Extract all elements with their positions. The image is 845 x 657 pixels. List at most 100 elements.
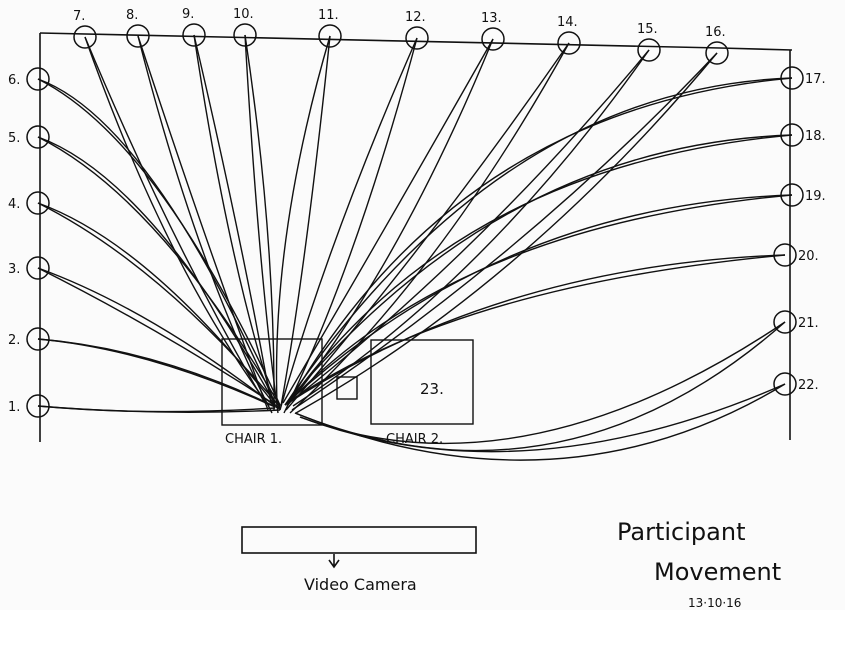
chair-1-label: CHAIR 1. [225,432,282,447]
chair-2-number: 23. [420,380,444,398]
position-markers: 7. 8. 9. 10. 11. 12. 13. 14. 15. 16. 6. 5. 4. 3. 2. 1. 1… [8,7,826,418]
position-marker: 1. [8,394,50,418]
movement-path [37,338,276,408]
position-number: 10. [233,7,254,22]
movement-path [37,202,276,406]
position-circle [26,67,50,91]
movement-path [284,254,786,406]
movement-path [37,202,281,408]
movement-path [289,194,793,402]
movement-path [295,52,718,414]
movement-path [289,77,793,402]
position-number: 18. [805,129,826,144]
position-number: 21. [798,316,819,331]
position-marker: 21. [773,310,819,334]
position-number: 8. [126,8,138,23]
position-number: 11. [318,8,339,23]
movement-paths [37,34,793,461]
position-number: 13. [481,11,502,26]
movement-path [37,267,281,409]
position-number: 16. [705,25,726,40]
movement-path [283,37,418,414]
movement-path [37,78,281,406]
position-marker: 4. [8,191,50,215]
movement-path [294,383,786,461]
movement-path [279,37,418,411]
movement-path [294,321,786,452]
movement-path [291,52,718,411]
position-marker: 20. [773,243,819,267]
position-circle [405,26,429,50]
position-marker: 18. [780,123,826,147]
position-circle [233,23,257,47]
movement-path [289,42,570,414]
position-marker: 15. [637,22,661,62]
position-marker: 9. [182,7,206,47]
position-marker: 11. [318,8,342,48]
title-line-1: Participant [617,518,745,546]
movement-path [37,405,281,413]
position-number: 7. [73,9,85,24]
position-circle [26,191,50,215]
movement-path [288,49,650,404]
movement-path [193,34,272,404]
movement-path [282,38,494,404]
position-number: 20. [798,249,819,264]
position-circle [780,66,804,90]
position-number: 6. [8,73,20,88]
position-marker: 6. [8,67,50,91]
movement-path [244,34,275,411]
video-camera-label: Video Camera [304,575,417,594]
chair-1 [221,338,323,426]
date-label: 13·10·16 [688,596,741,610]
position-marker: 17. [780,66,826,90]
movement-path [37,267,276,407]
movement-path [289,134,793,402]
movement-path [280,35,331,407]
movement-path [244,34,279,414]
movement-path [284,194,793,406]
position-circle [318,24,342,48]
movement-path [84,36,270,407]
movement-path [37,338,281,410]
position-marker: 14. [557,15,581,55]
position-number: 15. [637,22,658,37]
position-number: 19. [805,189,826,204]
position-number: 5. [8,131,20,146]
position-circle [126,24,150,48]
chair-2-label: CHAIR 2. [386,432,443,447]
position-marker: 12. [405,10,429,50]
movement-path [289,254,786,402]
position-circle [557,31,581,55]
movement-path [284,77,793,406]
paper-sheet [0,0,845,610]
position-circle [182,23,206,47]
position-circle [637,38,661,62]
position-number: 14. [557,15,578,30]
position-circle [73,25,97,49]
position-number: 22. [798,378,819,393]
position-marker: 8. [126,8,150,48]
movement-path [37,136,276,405]
position-circle [481,27,505,51]
position-number: 12. [405,10,426,25]
arrow-down-icon [328,554,340,569]
position-marker: 10. [233,7,257,47]
position-circle [26,125,50,149]
movement-path [137,35,273,414]
title-line-2: Movement [654,558,781,586]
position-circle [780,123,804,147]
movement-path [275,35,331,404]
movement-path [37,136,281,407]
top-wall [39,32,793,51]
position-marker: 13. [481,11,505,51]
position-number: 4. [8,197,20,212]
position-circle [26,394,50,418]
position-marker: 2. [8,327,50,351]
position-marker: 19. [780,183,826,207]
chair-2 [370,339,474,425]
position-circle [26,327,50,351]
position-marker: 3. [8,256,50,280]
position-circle [773,372,797,396]
